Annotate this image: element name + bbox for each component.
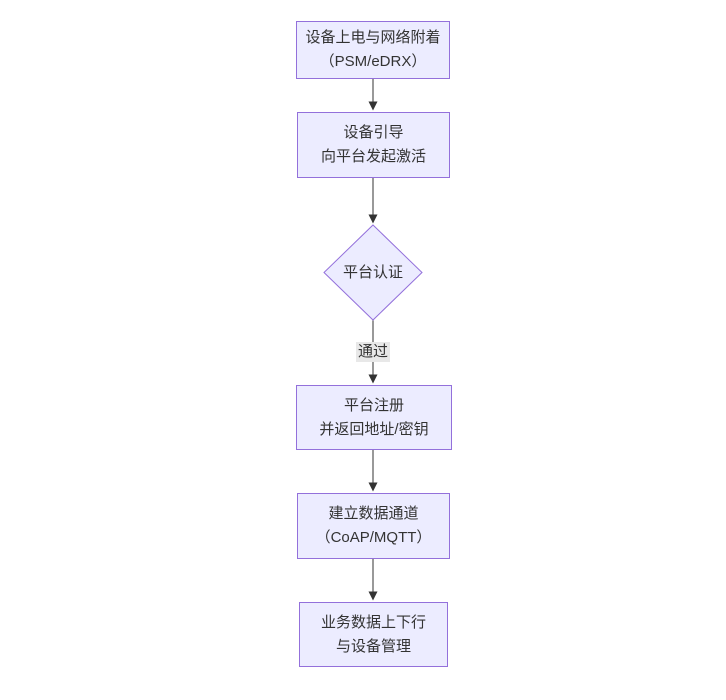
node-bootstrap: 设备引导 向平台发起激活	[297, 112, 450, 178]
node-bootstrap-line2: 向平台发起激活	[320, 148, 426, 165]
node-data-channel-line2: （CoAP/MQTT）	[315, 529, 432, 546]
node-platform-register-line2: 并返回地址/密钥	[319, 420, 429, 438]
node-data-channel: 建立数据通道 （CoAP/MQTT）	[297, 493, 450, 559]
node-business-data-line2: 与设备管理	[335, 637, 411, 655]
node-platform-auth-label: 平台认证	[323, 260, 423, 285]
edge-label-pass: 通过	[356, 342, 391, 362]
node-platform-auth-diamond-shape	[323, 224, 423, 321]
node-platform-auth-line1: 平台认证	[342, 263, 403, 281]
node-business-data-line1: 业务数据上下行	[320, 613, 426, 631]
node-power-attach-line2: （PSM/eDRX）	[319, 53, 427, 70]
node-business-data: 业务数据上下行 与设备管理	[299, 602, 448, 667]
node-power-attach: 设备上电与网络附着 （PSM/eDRX）	[296, 21, 450, 79]
node-power-attach-line1: 设备上电与网络附着	[305, 29, 441, 46]
node-bootstrap-line1: 设备引导	[343, 124, 404, 141]
node-data-channel-line1: 建立数据通道	[328, 505, 419, 522]
node-platform-register-line1: 平台注册	[343, 396, 404, 414]
node-platform-register: 平台注册 并返回地址/密钥	[296, 385, 452, 450]
